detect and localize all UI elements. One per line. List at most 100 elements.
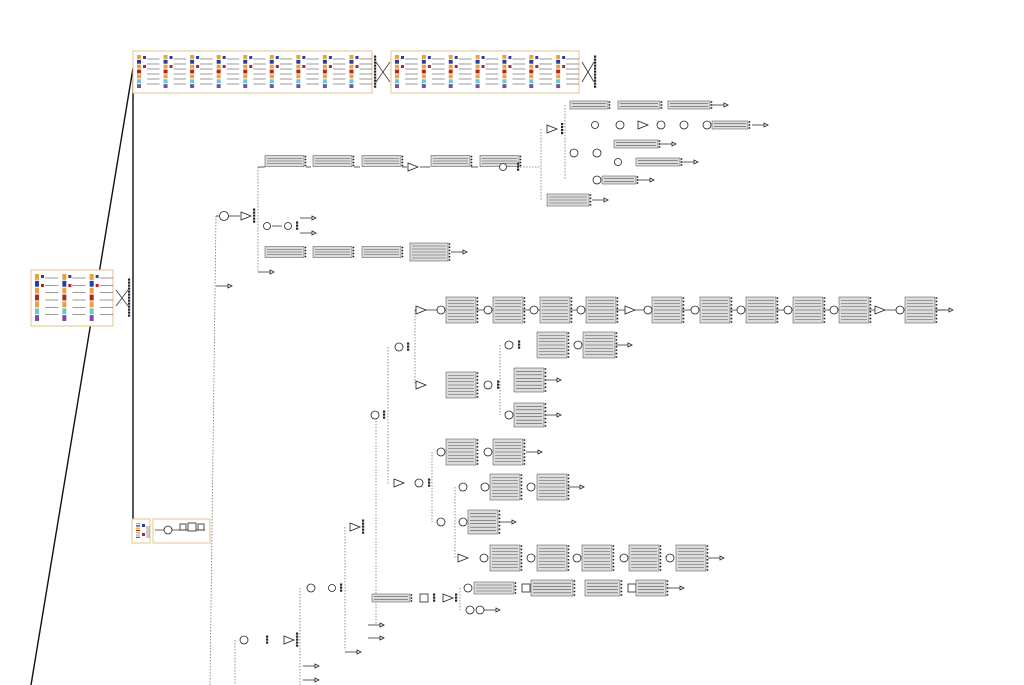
port-dot	[401, 255, 404, 258]
port-dot	[567, 551, 570, 554]
port-dot	[666, 590, 669, 593]
port-dot	[682, 303, 685, 306]
output-arrow-icon	[579, 484, 585, 490]
square-node	[179, 523, 187, 531]
port-dot	[730, 310, 733, 313]
group-marker	[454, 65, 458, 68]
group-marker	[142, 533, 145, 536]
port-dot	[567, 494, 570, 497]
port-dot	[730, 317, 733, 320]
output-arrow-icon	[671, 141, 677, 147]
group-marker	[169, 56, 173, 59]
port-dot	[544, 382, 547, 385]
port-dot	[776, 297, 779, 299]
port-dot	[514, 585, 517, 588]
port-dot	[544, 414, 547, 416]
group-bar	[475, 55, 480, 59]
port-dot	[476, 378, 479, 381]
hub-port	[340, 589, 343, 592]
group-bar	[35, 315, 39, 321]
circle-node	[479, 553, 489, 563]
hub-port	[296, 641, 299, 644]
port-dot	[304, 161, 307, 164]
group-bar	[243, 55, 248, 59]
trunk-wires	[30, 67, 217, 685]
port-dot	[615, 356, 618, 358]
circle-node	[414, 478, 424, 488]
hub-port	[128, 314, 131, 317]
group-bar	[216, 79, 221, 84]
port-dot	[823, 307, 826, 310]
group-marker	[535, 56, 539, 59]
output-arrow-icon	[723, 102, 729, 108]
circle-node	[436, 517, 446, 527]
port-dot	[401, 246, 404, 249]
group-bar	[35, 274, 39, 280]
port-dot	[544, 371, 547, 374]
port-dot	[401, 164, 404, 167]
port-dot	[567, 335, 570, 338]
group-bar	[137, 64, 141, 69]
group-marker	[68, 275, 72, 278]
group-bar	[529, 55, 534, 59]
hub-port	[128, 308, 131, 311]
hub-port	[296, 632, 299, 635]
port-dot	[523, 445, 526, 448]
port-dot	[498, 528, 501, 531]
group-bar	[296, 79, 301, 84]
port-dot	[612, 558, 615, 561]
hub-port	[374, 79, 377, 82]
triangle-node	[407, 162, 420, 172]
circle-node	[284, 222, 292, 230]
group-bar	[502, 74, 507, 79]
output-arrow-icon	[719, 555, 725, 561]
circle-node	[436, 305, 446, 315]
hub-port	[253, 220, 256, 223]
port-dot	[612, 569, 615, 571]
group-marker	[169, 65, 173, 68]
port-dot	[570, 314, 573, 317]
triangle-node	[624, 305, 637, 315]
hub-port	[517, 165, 520, 168]
port-dot	[823, 317, 826, 320]
block-node	[513, 367, 545, 393]
group-bar	[62, 280, 67, 287]
group-bar	[349, 84, 354, 88]
port-dot	[567, 342, 570, 345]
group-bar	[395, 55, 399, 59]
port-dot	[476, 449, 479, 452]
group-bar	[322, 74, 327, 79]
circle-node	[591, 121, 599, 129]
port-dot	[498, 521, 501, 523]
output-arrow-icon	[356, 649, 362, 655]
group-marker	[68, 284, 72, 287]
port-dot	[935, 303, 938, 306]
hub-port	[374, 76, 377, 79]
port-dot	[659, 545, 662, 547]
group-marker	[562, 65, 566, 68]
square-node	[187, 522, 197, 532]
hub-port	[128, 296, 131, 299]
connector-line	[375, 61, 391, 83]
port-dot	[476, 392, 479, 395]
hub-port	[433, 599, 436, 602]
port-dot	[476, 372, 479, 374]
circle-node	[465, 605, 475, 615]
group-bar	[190, 55, 195, 59]
port-dot	[706, 551, 709, 554]
port-dot	[706, 569, 709, 571]
hub-port	[428, 478, 431, 481]
group-bar	[269, 74, 274, 79]
output-arrow-icon	[379, 622, 385, 628]
circle-node	[504, 410, 514, 420]
circle-node	[475, 605, 485, 615]
group-bar	[216, 74, 221, 79]
group-bar	[62, 308, 67, 315]
output-arrow-icon	[462, 249, 468, 255]
circle-node	[783, 305, 793, 315]
circle-node	[394, 342, 404, 352]
port-dot	[658, 140, 661, 142]
hub-port	[253, 208, 256, 211]
hub-port	[594, 58, 597, 61]
port-dot	[615, 335, 618, 338]
